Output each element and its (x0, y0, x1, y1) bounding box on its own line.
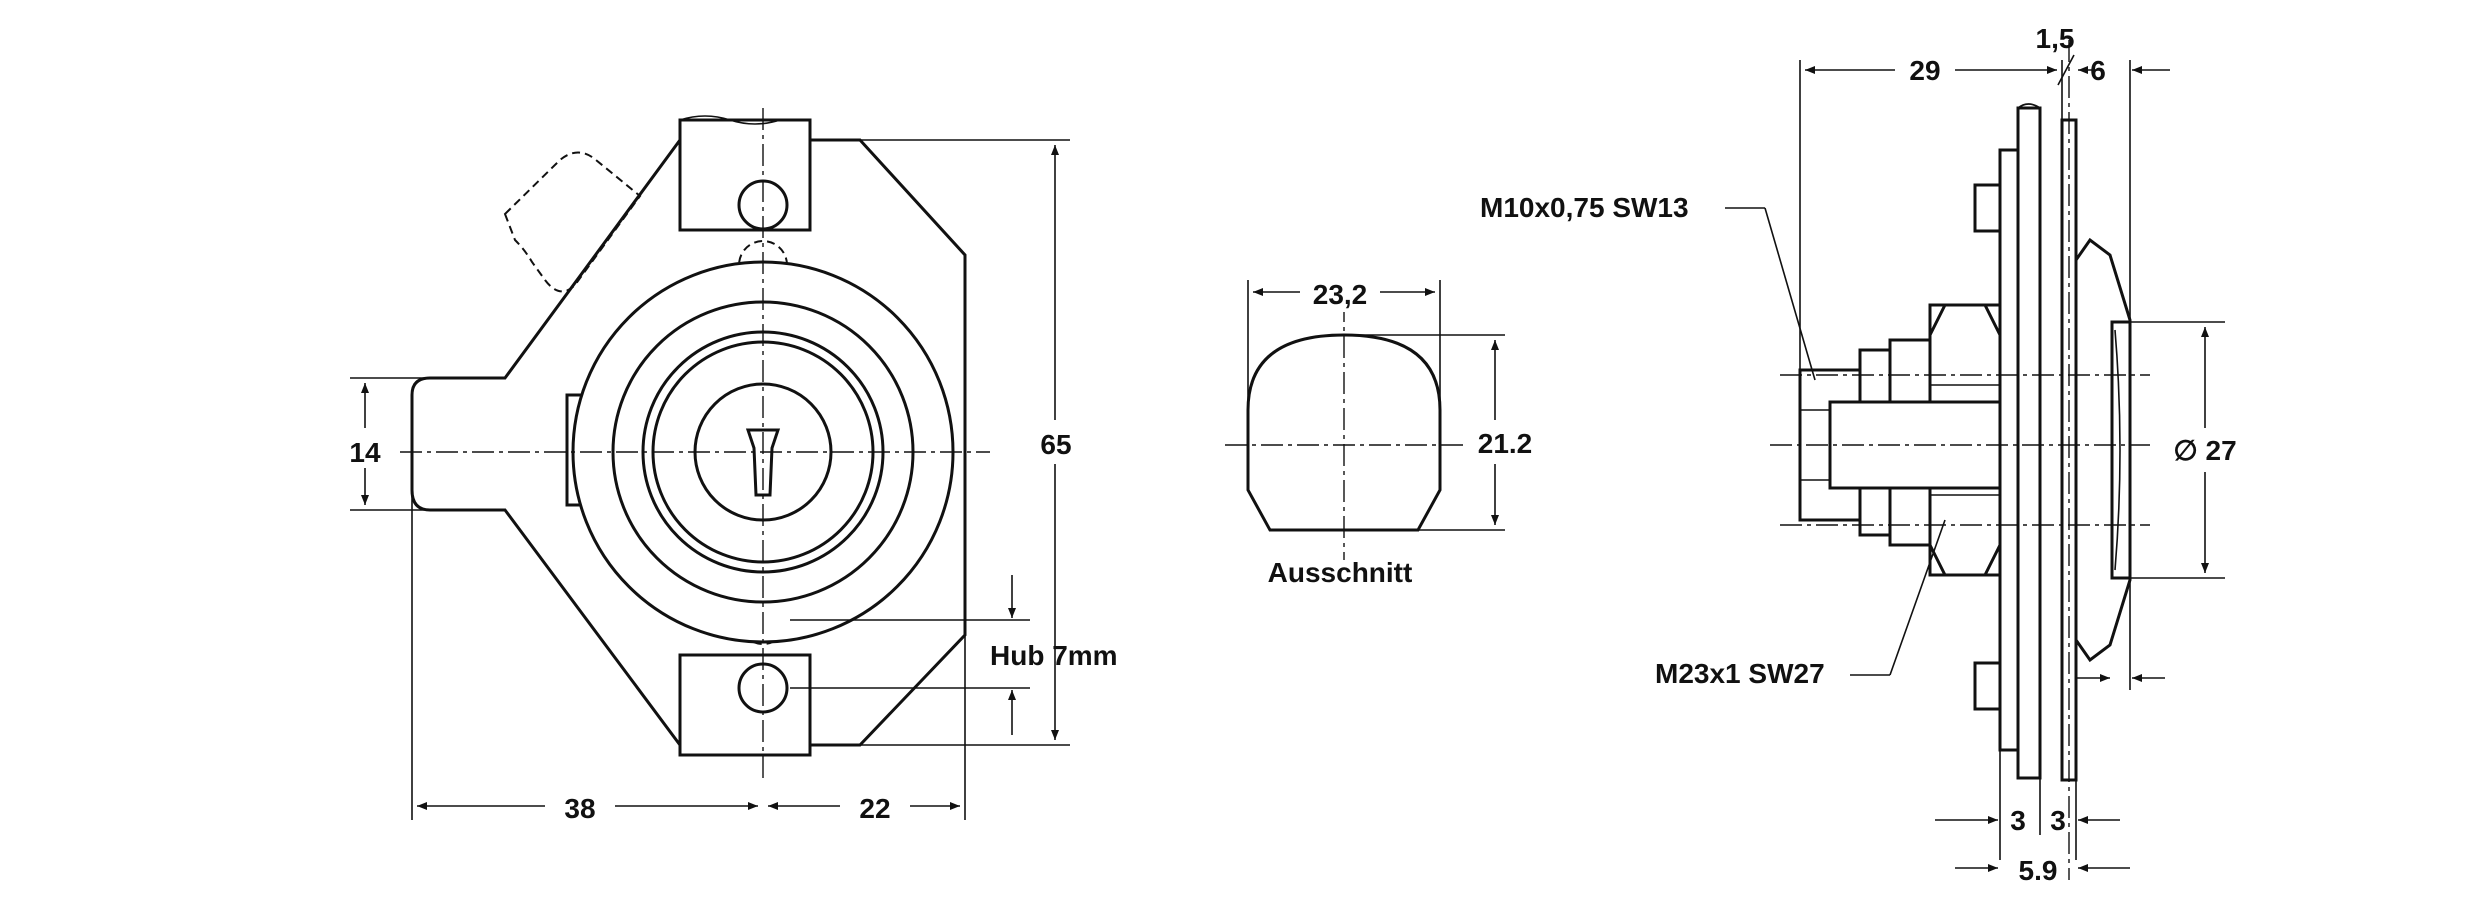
dim-height-total: 65 (1040, 429, 1071, 460)
dim-front-depth: 6 (2090, 55, 2106, 86)
bottom-mount-screw (1973, 661, 2002, 711)
bottom-bracket (678, 653, 812, 757)
front-view: 65 14 38 22 Hub 7mm (340, 108, 1118, 826)
cutout-width: 23,2 (1313, 279, 1368, 310)
dim-stroke: Hub 7mm (990, 640, 1118, 671)
dim-plate-b: 3 (2050, 805, 2066, 836)
callout-large-thread: M23x1 SW27 (1655, 658, 1825, 689)
mounting-plate (1998, 148, 2020, 752)
dim-width-right: 22 (859, 793, 890, 824)
side-view: 29 1,5 6 ∅ 27 3 3 5.9 M10x0,75 SW13 (1480, 23, 2260, 886)
keyhole (745, 428, 781, 497)
dim-length: 29 (1909, 55, 1940, 86)
cutout-height: 21.2 (1478, 428, 1533, 459)
cutout-view: 23,2 21.2 Ausschnitt (1225, 272, 1540, 588)
dim-flange: 1,5 (2036, 23, 2075, 54)
dim-plate-a: 3 (2010, 805, 2026, 836)
cylinder-face (2110, 320, 2132, 580)
dim-total-plate: 5.9 (2019, 855, 2058, 886)
cam-outline-dashed (503, 151, 642, 293)
top-bracket (678, 118, 812, 232)
dim-tab-width: 14 (349, 437, 381, 468)
dim-diameter: ∅ 27 (2173, 435, 2236, 466)
callout-small-thread: M10x0,75 SW13 (1480, 192, 1689, 223)
top-mount-screw (1973, 183, 2002, 233)
plate-rear-flange (2016, 106, 2042, 780)
dim-width-left: 38 (564, 793, 595, 824)
cutout-label: Ausschnitt (1268, 557, 1413, 588)
